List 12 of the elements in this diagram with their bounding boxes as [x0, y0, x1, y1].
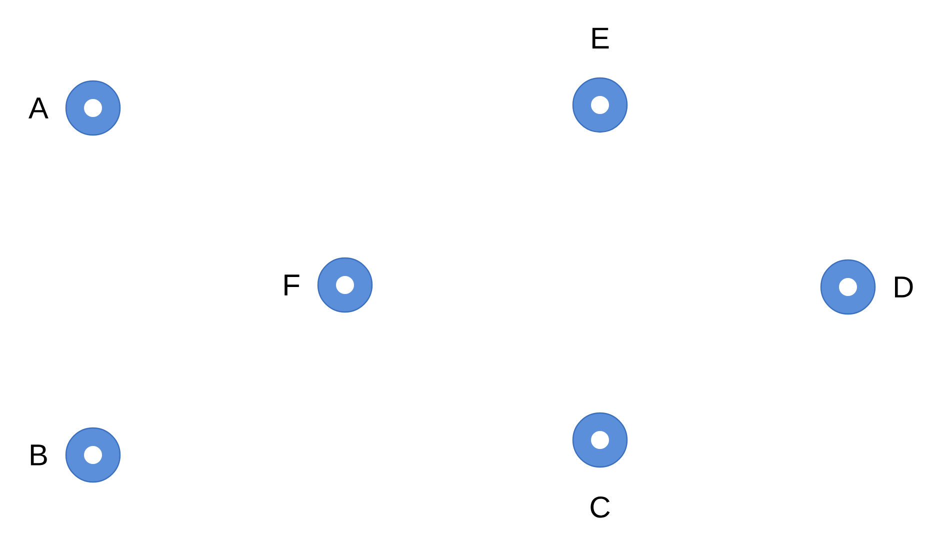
node-label: D — [894, 276, 913, 298]
node-label: B — [30, 444, 47, 466]
node-label: C — [590, 496, 610, 518]
node-label: F — [284, 274, 300, 296]
ring-node: E — [573, 28, 627, 132]
ring-node: B — [30, 428, 120, 482]
ring-node: A — [28, 81, 120, 135]
ring-node: D — [821, 260, 913, 314]
ring-node: C — [573, 413, 627, 518]
node-label: A — [28, 98, 48, 118]
ring-node: F — [284, 258, 372, 312]
node-label: E — [592, 28, 609, 48]
